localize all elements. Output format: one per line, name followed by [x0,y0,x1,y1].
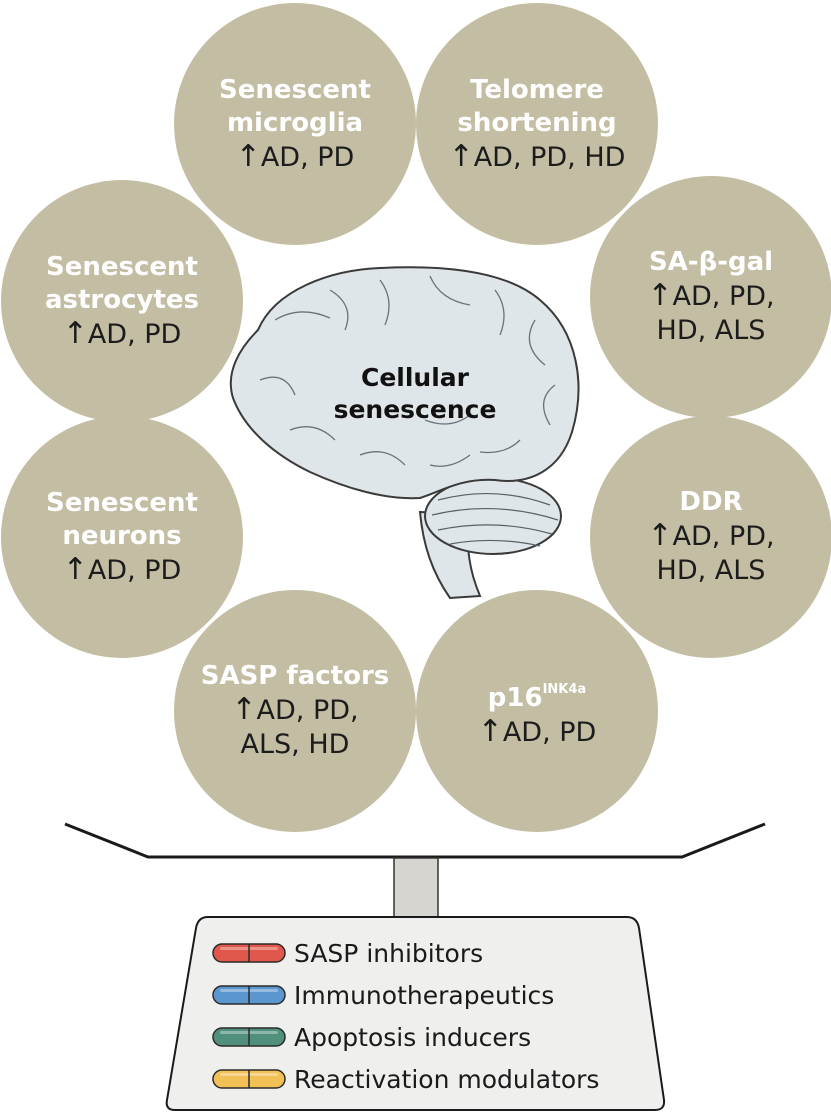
circle-body: ↑AD, PD [62,315,182,352]
circle-title-line: astrocytes [44,284,200,315]
circle-telomere-shortening: Telomere shortening ↑AD, PD, HD [416,3,658,245]
circle-body-line: AD, PD, [256,695,359,726]
legend-item-apoptosis-inducers: Apoptosis inducers [212,1016,642,1058]
circle-senescent-microglia: Senescent microglia ↑AD, PD [174,3,416,245]
legend-label: SASP inhibitors [294,938,484,968]
up-arrow-icon: ↑ [448,138,474,174]
legend-label: Apoptosis inducers [294,1022,532,1052]
legend-label: Reactivation modulators [294,1064,600,1094]
circle-title: Senescent neurons [46,487,198,553]
center-label-line1: Cellular [360,363,469,392]
circle-sa-beta-gal: SA-β-gal ↑AD, PD, HD, ALS [590,176,831,418]
circle-body-line: AD, PD [260,141,355,173]
capsule-graphic [212,1069,286,1089]
capsule-graphic [212,985,286,1005]
cerebrum-sulci [259,275,556,467]
circle-body-line: AD, PD [87,554,182,586]
circle-p16-ink4a: p16INK4a ↑AD, PD [416,590,658,832]
circle-title-line: Senescent [219,74,371,105]
up-arrow-icon: ↑ [62,315,88,351]
circle-ddr: DDR ↑AD, PD, HD, ALS [590,416,831,658]
therapy-legend: SASP inhibitors Immunotherapeutics Apopt… [212,932,642,1100]
circle-title: Telomere shortening [457,74,616,140]
circle-body-line: AD, PD, [672,281,775,312]
circle-title-line: DDR [679,487,743,517]
circle-title-line: Senescent [46,487,198,518]
capsule-icon [212,1027,286,1047]
circle-title-main: p16 [487,682,543,713]
circle-body-line: AD, PD [502,716,597,748]
circle-body-line: HD, ALS [656,555,766,586]
circle-body-line: AD, PD, HD [473,141,626,173]
circle-body: ↑AD, PD [477,713,597,750]
cerebrum-shape [229,266,580,500]
circle-body: ↑AD, PD [62,551,182,588]
balance-stand [393,857,439,919]
up-arrow-icon: ↑ [231,692,257,727]
circle-body-line: AD, PD [87,318,182,350]
circle-senescent-astrocytes: Senescent astrocytes ↑AD, PD [1,180,243,422]
circle-title: DDR [679,486,742,519]
circle-title-line: SA-β-gal [648,247,774,277]
circle-title-line: microglia [226,107,364,138]
capsule-icon [212,1069,286,1089]
circle-title-line: shortening [457,107,617,138]
up-arrow-icon: ↑ [62,551,88,587]
circle-title: p16INK4a [488,673,586,715]
circle-body-line: ALS, HD [240,729,350,760]
legend-item-immunotherapeutics: Immunotherapeutics [212,974,642,1016]
circle-title: Senescent microglia [219,74,371,140]
center-label-line2: senescence [333,395,497,424]
balance-beam [64,822,766,859]
circle-title-superscript: INK4a [542,681,587,697]
center-label: Cellular senescence [310,362,520,426]
circle-body-line: AD, PD, [672,521,775,552]
legend-label: Immunotherapeutics [294,980,555,1010]
circle-body: ↑AD, PD, HD, ALS [647,279,774,348]
capsule-graphic [212,943,286,963]
capsule-icon [212,985,286,1005]
brain-icon [229,266,580,600]
up-arrow-icon: ↑ [647,518,673,553]
capsule-graphic [212,1027,286,1047]
capsule-icon [212,943,286,963]
circle-title-line: SASP factors [200,661,390,691]
circle-senescent-neurons: Senescent neurons ↑AD, PD [1,416,243,658]
circle-sasp-factors: SASP factors ↑AD, PD, ALS, HD [174,590,416,832]
circle-title-line: Telomere [470,74,604,105]
legend-item-sasp-inhibitors: SASP inhibitors [212,932,642,974]
legend-item-reactivation-modulators: Reactivation modulators [212,1058,642,1100]
circle-body: ↑AD, PD, ALS, HD [231,693,358,762]
up-arrow-icon: ↑ [235,138,261,174]
circle-body-line: HD, ALS [656,315,766,346]
cerebellum-folds [431,492,559,547]
circle-title: SA-β-gal [649,246,773,279]
circle-title: Senescent astrocytes [45,251,199,317]
circle-body: ↑AD, PD, HD, ALS [647,519,774,588]
circle-body: ↑AD, PD, HD [448,138,626,175]
circle-title: SASP factors [201,660,390,693]
circle-body: ↑AD, PD [235,138,355,175]
up-arrow-icon: ↑ [647,278,673,313]
circle-title-line: Senescent [46,251,198,282]
balance-base-panel [165,916,666,1111]
up-arrow-icon: ↑ [477,713,503,749]
circle-title-line: neurons [62,520,182,551]
